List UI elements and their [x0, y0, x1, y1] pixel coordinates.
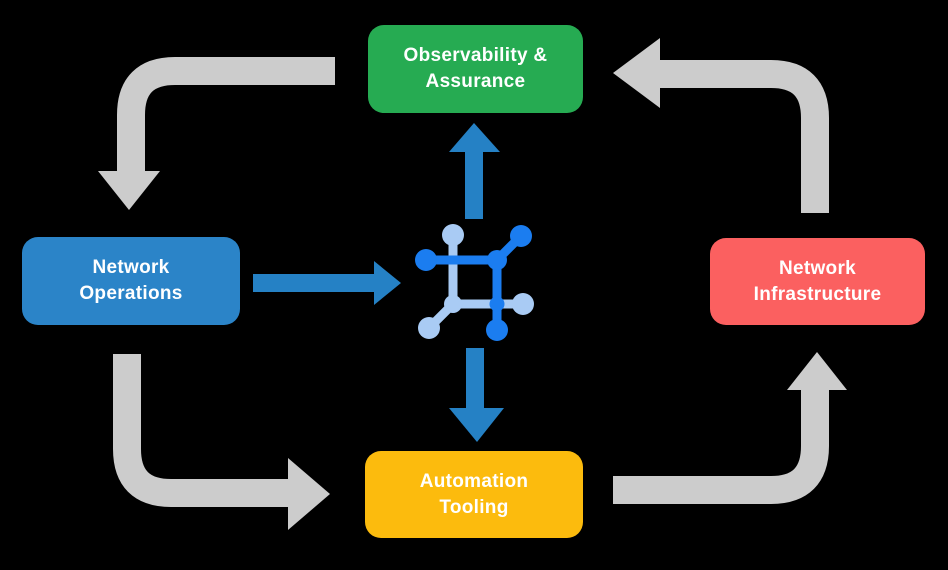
arrow-head-up — [787, 352, 847, 390]
arrow-operations-to-hub — [253, 261, 401, 305]
arrow-head-up — [449, 123, 500, 152]
node-network-infrastructure: Network Infrastructure — [710, 238, 925, 325]
arrow-automation-to-infrastructure — [613, 352, 847, 504]
arrow-hub-to-automation — [449, 348, 504, 442]
network-fabric-icon — [415, 224, 534, 341]
fabric-icon-secondary-nodes — [418, 224, 534, 339]
arrow-observability-to-operations — [98, 57, 335, 210]
arrow-operations-to-automation — [113, 354, 330, 530]
arrow-head-right — [374, 261, 401, 305]
node-label: Automation Tooling — [419, 470, 529, 518]
arrow-hub-to-observability — [449, 123, 500, 219]
node-automation-tooling: Automation Tooling — [365, 451, 583, 538]
node-label: Network Operations — [79, 257, 183, 304]
arrow-shaft — [613, 387, 829, 504]
arrow-head-down — [98, 171, 160, 210]
arrow-shaft — [657, 60, 829, 213]
arrow-head-down — [449, 408, 504, 442]
node-label: Network Infrastructure — [753, 257, 882, 305]
fabric-icon-primary-nodes — [415, 225, 532, 341]
arrow-head-right — [288, 458, 330, 530]
arrow-infrastructure-to-observability — [613, 38, 829, 213]
arrow-shaft — [117, 57, 335, 174]
arrow-shaft — [113, 354, 290, 507]
arrow-head-left — [613, 38, 660, 108]
node-label: Observability & Assurance — [403, 45, 548, 92]
node-observability-assurance: Observability & Assurance — [368, 25, 583, 113]
node-network-operations: Network Operations — [22, 237, 240, 325]
